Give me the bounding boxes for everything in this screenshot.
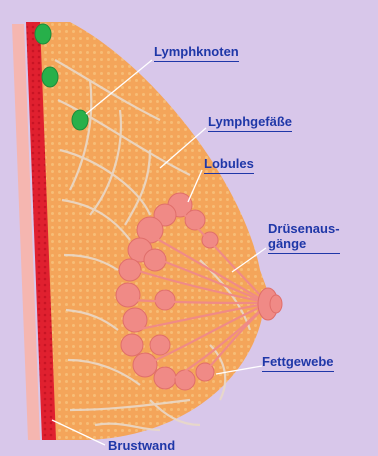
label-ducts: Drüsenaus- gänge (268, 221, 340, 254)
label-lymph-nodes: Lymphknoten (154, 44, 239, 62)
label-fat-tissue: Fettgewebe (262, 354, 334, 372)
label-lymph-vessels: Lymphgefäße (208, 114, 292, 132)
label-lobules: Lobules (204, 156, 254, 174)
lymph-node (42, 67, 58, 87)
nipple (258, 288, 282, 320)
lymph-node (35, 24, 51, 44)
label-chest-wall: Brustwand (108, 438, 175, 453)
lymph-node (72, 110, 88, 130)
